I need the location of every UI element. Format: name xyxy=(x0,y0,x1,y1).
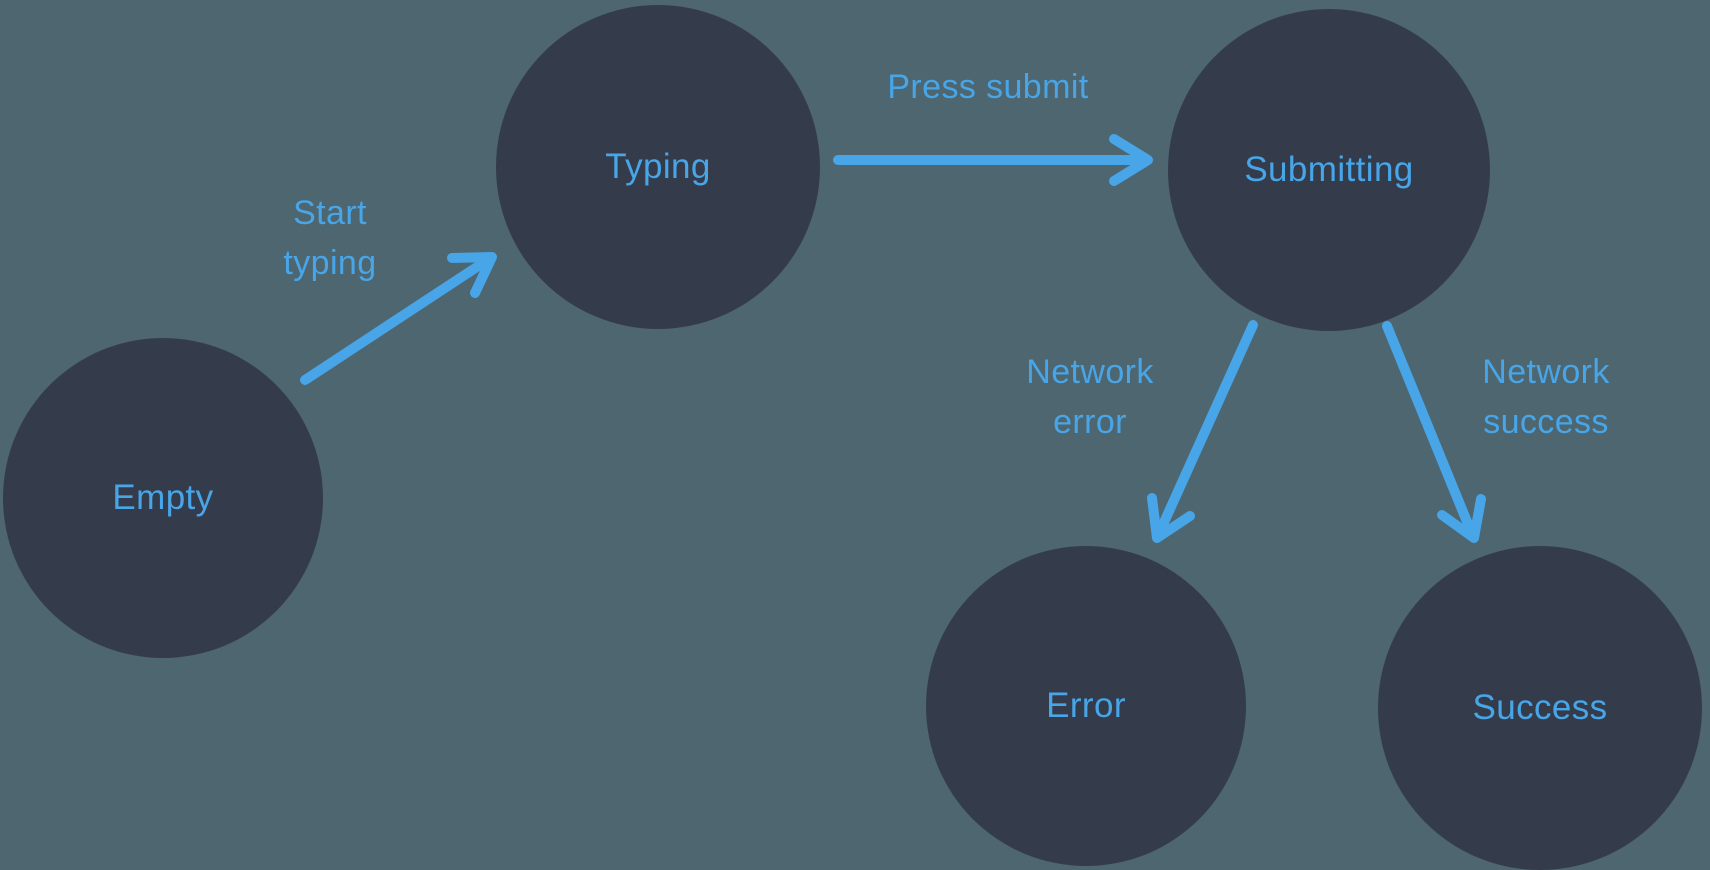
transition-label-network-error: Network error xyxy=(1026,353,1154,441)
arrow-start-typing-line xyxy=(300,256,491,385)
arrow-network-error-head xyxy=(1147,493,1195,543)
arrow-network-success-line xyxy=(1382,321,1475,534)
state-label-empty: Empty xyxy=(112,478,214,517)
arrow-network-success-head xyxy=(1437,494,1486,543)
state-node-error: Error xyxy=(926,546,1246,866)
transition-label-start-typing: Start typing xyxy=(283,194,377,282)
state-label-submitting: Submitting xyxy=(1244,150,1414,189)
state-node-empty: Empty xyxy=(3,338,323,658)
state-node-submitting: Submitting xyxy=(1168,9,1490,331)
state-label-typing: Typing xyxy=(605,147,711,186)
state-node-success: Success xyxy=(1378,546,1702,870)
state-label-error: Error xyxy=(1046,686,1126,725)
state-node-typing: Typing xyxy=(496,5,820,329)
state-label-success: Success xyxy=(1472,688,1608,727)
arrow-start-typing-head xyxy=(447,252,497,298)
arrow-press-submit-head xyxy=(1109,134,1153,186)
transition-label-press-submit: Press submit xyxy=(887,68,1089,106)
transition-label-network-success: Network success xyxy=(1482,353,1610,441)
arrow-network-error-line xyxy=(1156,320,1258,534)
